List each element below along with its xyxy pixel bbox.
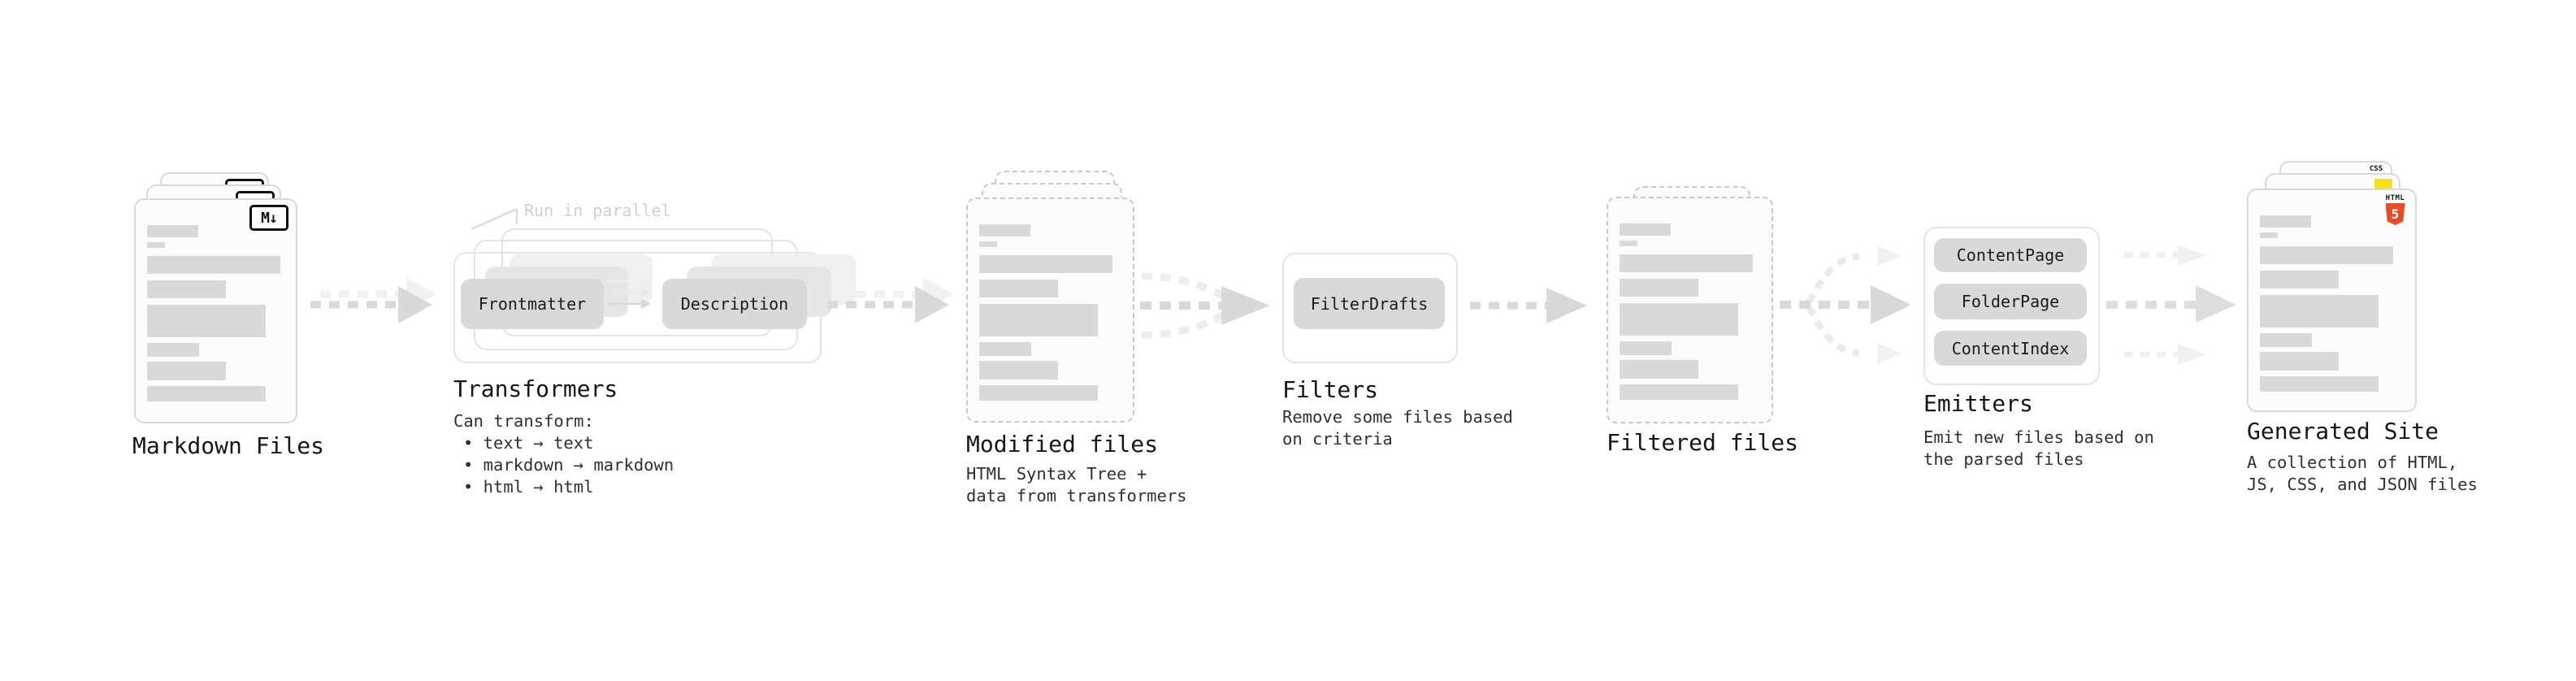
run-in-parallel-annotation: Run in parallel <box>524 201 671 220</box>
text-line-bar <box>979 241 997 247</box>
text-line-bar <box>147 225 198 237</box>
text-line-bar <box>1620 360 1698 379</box>
emitters-desc: Emit new files based on <box>1923 427 2154 447</box>
modified-file-card-front <box>966 197 1134 423</box>
text-line-bar <box>2260 215 2311 228</box>
text-line-bar <box>147 280 226 298</box>
markdown-file-card-front: M↓ <box>134 198 297 423</box>
generated-site-desc: JS, CSS, and JSON files <box>2247 475 2478 494</box>
filtered-files-title: Filtered files <box>1607 429 1799 456</box>
transformers-title: Transformers <box>453 375 618 402</box>
node-link-arrows-icon <box>607 276 651 309</box>
generated-site-desc: A collection of HTML, <box>2247 453 2458 472</box>
text-line-bar <box>147 242 165 248</box>
modified-files-desc: data from transformers <box>966 486 1187 505</box>
text-line-bar <box>2260 271 2339 288</box>
css-badge-label: CSS <box>2369 165 2383 173</box>
arrow-markdown-to-transformers-icon <box>310 277 436 323</box>
text-line-bar <box>1620 223 1671 236</box>
generated-file-card-front: HTML 5 <box>2247 189 2417 412</box>
emitters-box <box>1923 227 2100 385</box>
text-line-bar <box>2260 333 2312 347</box>
filterdrafts-node: FilterDrafts <box>1294 278 1445 329</box>
generated-site-title: Generated Site <box>2247 418 2439 445</box>
arrow-filters-to-filtered-icon <box>1470 288 1587 323</box>
transformers-bullet: • html → html <box>463 477 594 497</box>
modified-files-desc: HTML Syntax Tree + <box>966 464 1147 484</box>
text-line-bar <box>979 385 1098 401</box>
emitters-desc: the parsed files <box>1923 449 2084 469</box>
text-line-bar <box>1620 303 1738 336</box>
filtered-file-card-front <box>1607 197 1773 423</box>
html5-shield-icon: 5 <box>2385 203 2405 225</box>
text-line-bar <box>2260 376 2379 392</box>
text-line-bar <box>979 304 1098 336</box>
text-line-bar <box>2260 352 2339 371</box>
text-line-bar <box>147 305 266 337</box>
filters-desc: on criteria <box>1282 429 1393 449</box>
text-line-bar <box>1620 341 1672 355</box>
html5-badge-icon: HTML 5 <box>2385 194 2405 225</box>
text-line-bar <box>1620 384 1738 400</box>
filters-title: Filters <box>1282 376 1379 403</box>
text-line-bar <box>147 362 226 380</box>
frontmatter-node: Frontmatter <box>461 279 604 329</box>
contentpage-node: ContentPage <box>1934 238 2087 272</box>
emitters-title: Emitters <box>1923 390 2033 417</box>
folderpage-node: FolderPage <box>1934 284 2087 319</box>
annotation-leader-line-icon <box>471 208 518 231</box>
text-line-bar <box>979 342 1031 356</box>
text-line-bar <box>147 343 199 357</box>
modified-files-title: Modified files <box>966 431 1159 458</box>
transformers-desc-heading: Can transform: <box>453 411 594 431</box>
text-line-bar <box>979 280 1058 297</box>
markdown-files-title: Markdown Files <box>132 432 325 459</box>
description-node: Description <box>662 279 807 329</box>
text-line-bar <box>1620 254 1753 272</box>
text-line-bar <box>2260 246 2393 264</box>
arrow-transformers-to-modified-icon <box>827 277 953 323</box>
arrow-modified-to-filters-merge-icon <box>1140 272 1270 339</box>
contentindex-node: ContentIndex <box>1934 331 2087 366</box>
text-line-bar <box>147 386 266 401</box>
filters-box <box>1282 253 1458 363</box>
filters-desc: Remove some files based <box>1282 407 1513 427</box>
text-line-bar <box>979 361 1058 380</box>
text-line-bar <box>147 256 280 274</box>
html5-badge-label: HTML <box>2385 194 2405 202</box>
transformers-bullet: • text → text <box>463 433 594 453</box>
text-line-bar <box>2260 295 2379 327</box>
arrow-emitters-to-generated-icon <box>2106 245 2236 365</box>
arrow-filtered-to-emitters-fork-icon <box>1780 245 1911 364</box>
text-line-bar <box>979 255 1112 273</box>
js-badge-icon <box>2374 179 2392 190</box>
text-line-bar <box>1620 279 1698 297</box>
text-line-bar <box>979 224 1030 236</box>
markdown-icon: M↓ <box>249 205 288 231</box>
text-line-bar <box>1620 241 1637 246</box>
text-line-bar <box>2260 232 2278 238</box>
transformers-bullet: • markdown → markdown <box>463 455 674 475</box>
html5-number: 5 <box>2391 206 2400 222</box>
